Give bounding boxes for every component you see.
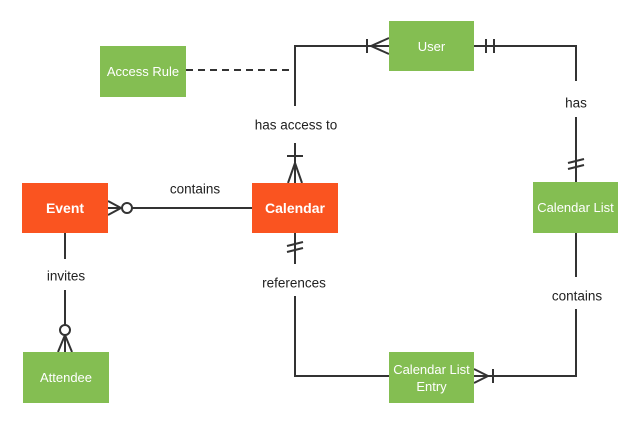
crows-foot-prong [57, 334, 66, 353]
crows-foot-prong [473, 368, 489, 377]
connector-line [474, 45, 577, 81]
crows-foot-prong [107, 200, 122, 209]
crows-foot-prong [287, 162, 296, 184]
exactly-one-ticks-icon [286, 241, 304, 253]
connector-invites [57, 233, 73, 353]
zero-ring-icon [121, 202, 133, 214]
exactly-one-ticks-icon [567, 158, 585, 170]
entity-event[interactable]: Event [22, 183, 108, 233]
tick [567, 164, 585, 170]
entity-calendar-list[interactable]: Calendar List [533, 182, 618, 233]
connector-line [474, 309, 577, 377]
entity-user[interactable]: User [389, 21, 474, 71]
connector-line [294, 45, 389, 106]
entity-label: User [417, 38, 446, 54]
crows-foot-many-icon [370, 37, 390, 55]
entity-label: Event [45, 199, 85, 216]
relationship-label-contains-entry: contains [551, 288, 603, 304]
entity-label: Access Rule [106, 64, 180, 79]
zero-ring-icon [59, 324, 71, 336]
entity-label: Calendar List [537, 200, 614, 215]
entity-attendee[interactable]: Attendee [23, 352, 109, 403]
connector-line [294, 296, 389, 377]
entity-label: Calendar [265, 199, 325, 216]
relationship-label-has-access-to: has access to [254, 117, 338, 133]
tick [286, 241, 304, 247]
relationship-label-references: references [262, 275, 326, 291]
connector-references [286, 233, 389, 377]
entity-label: Calendar List Entry [393, 361, 470, 394]
tick [286, 247, 304, 253]
connector-contains-list-entry [473, 233, 577, 384]
crows-foot-many-icon [473, 368, 489, 384]
entity-label: Attendee [39, 370, 93, 385]
connector-has-access-to [287, 37, 390, 184]
entity-access-rule[interactable]: Access Rule [100, 46, 186, 97]
exactly-one-ticks-icon [485, 39, 495, 53]
tick [567, 158, 585, 164]
entity-calendar-list-entry[interactable]: Calendar List Entry [389, 352, 474, 403]
relationship-label-has: has [565, 95, 587, 111]
crows-foot-prong [370, 37, 390, 47]
connector-contains-event-calendar [107, 200, 252, 216]
crows-foot-prong [370, 45, 390, 55]
crows-foot-prong [473, 375, 489, 384]
connector-has [474, 39, 585, 182]
relationship-label-invites: invites [46, 268, 86, 284]
relationship-label-contains-event: contains [169, 181, 221, 197]
entity-calendar[interactable]: Calendar [252, 183, 338, 233]
crows-foot-prong [107, 207, 122, 216]
crows-foot-prong [64, 334, 73, 353]
crows-foot-many-icon [107, 200, 122, 216]
crows-foot-many-icon [57, 334, 73, 353]
crows-foot-prong [294, 162, 303, 184]
crows-foot-many-icon [287, 162, 303, 184]
